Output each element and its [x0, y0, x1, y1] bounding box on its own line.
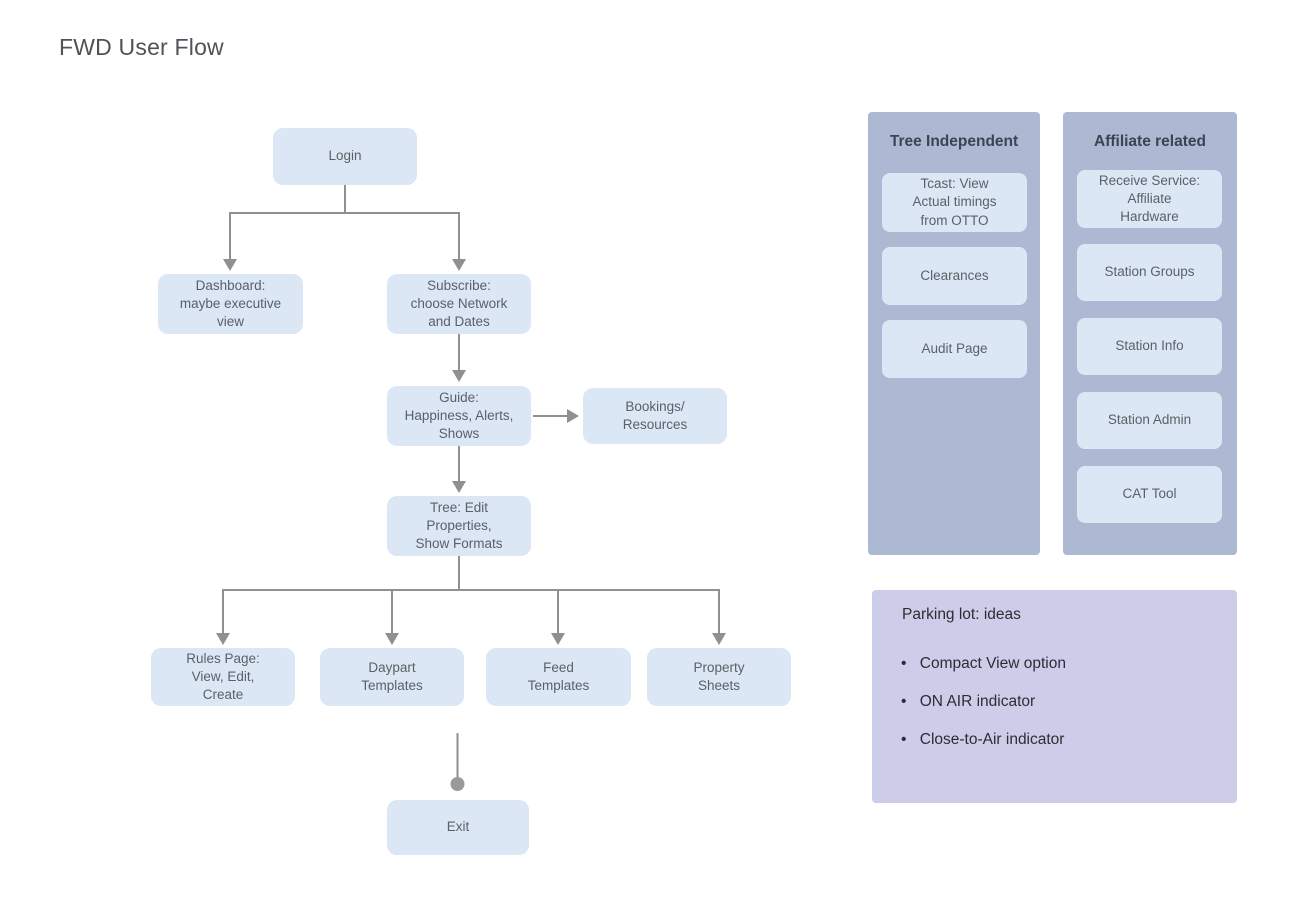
panel-item-station-info[interactable]: Station Info — [1077, 318, 1222, 375]
panel-item-audit-page[interactable]: Audit Page — [882, 320, 1027, 378]
flow-node-daypart-templates[interactable]: Daypart Templates — [320, 648, 464, 706]
panel-item-station-groups[interactable]: Station Groups — [1077, 244, 1222, 301]
parking-item-on-air: ON AIR indicator — [901, 693, 1035, 711]
panel-item-label: CAT Tool — [1122, 486, 1177, 502]
connector-login-branch — [223, 185, 466, 271]
connector-to-exit — [450, 733, 465, 791]
panel-item-label: Receive Service: Affiliate Hardware — [1098, 172, 1201, 225]
connector-guide-to-bookings — [533, 409, 579, 423]
parking-lot-panel: Parking lot: ideas Compact View option O… — [872, 590, 1237, 803]
flow-node-rules-page[interactable]: Rules Page: View, Edit, Create — [151, 648, 295, 706]
panel-item-receive-service[interactable]: Receive Service: Affiliate Hardware — [1077, 170, 1222, 228]
panel-item-tcast[interactable]: Tcast: View Actual timings from OTTO — [882, 173, 1027, 232]
panel-item-label: Station Admin — [1107, 412, 1192, 428]
flow-node-label: Guide: Happiness, Alerts, Shows — [404, 389, 514, 442]
flow-node-label: Subscribe: choose Network and Dates — [410, 277, 508, 330]
panel-title: Tree Independent — [889, 133, 1019, 150]
flow-node-tree[interactable]: Tree: Edit Properties, Show Formats — [387, 496, 531, 556]
parking-item-label: Compact View option — [919, 655, 1066, 672]
parking-lot-title: Parking lot: ideas — [902, 606, 1021, 623]
parking-item-close-to-air: Close-to-Air indicator — [901, 731, 1065, 749]
panel-title: Affiliate related — [1094, 133, 1206, 150]
panel-tree-independent: Tree Independent Tcast: View Actual timi… — [868, 112, 1040, 555]
flow-node-label: Dashboard: maybe executive view — [179, 277, 282, 330]
flow-node-label: Tree: Edit Properties, Show Formats — [415, 499, 503, 552]
flow-node-dashboard[interactable]: Dashboard: maybe executive view — [158, 274, 303, 334]
panel-item-label: Station Groups — [1104, 264, 1195, 280]
connector-tree-branch — [216, 556, 726, 645]
page-title: FWD User Flow — [59, 34, 224, 60]
panel-item-cat-tool[interactable]: CAT Tool — [1077, 466, 1222, 523]
panel-item-label: Clearances — [920, 267, 989, 283]
panel-item-station-admin[interactable]: Station Admin — [1077, 392, 1222, 449]
parking-item-label: ON AIR indicator — [919, 693, 1036, 710]
flow-node-label: Bookings/ Resources — [622, 398, 688, 432]
parking-item-label: Close-to-Air indicator — [919, 731, 1065, 748]
flow-node-feed-templates[interactable]: Feed Templates — [486, 648, 631, 706]
flow-node-label: Login — [328, 148, 362, 164]
flow-node-exit[interactable]: Exit — [387, 800, 529, 855]
panel-item-label: Station Info — [1115, 338, 1184, 354]
parking-item-compact-view: Compact View option — [901, 655, 1066, 673]
flow-node-property-sheets[interactable]: Property Sheets — [647, 648, 791, 706]
panel-affiliate-related: Affiliate related Receive Service: Affil… — [1063, 112, 1237, 555]
flow-node-label: Exit — [446, 819, 470, 835]
panel-item-label: Tcast: View Actual timings from OTTO — [912, 176, 997, 228]
flow-node-label: Daypart Templates — [361, 659, 423, 693]
panel-item-label: Audit Page — [921, 340, 988, 356]
flow-node-guide[interactable]: Guide: Happiness, Alerts, Shows — [387, 386, 531, 446]
flow-node-login[interactable]: Login — [273, 128, 417, 185]
connector-subscribe-to-guide — [452, 334, 466, 382]
flow-node-label: Property Sheets — [693, 659, 745, 693]
flow-node-subscribe[interactable]: Subscribe: choose Network and Dates — [387, 274, 531, 334]
flow-node-bookings-resources[interactable]: Bookings/ Resources — [583, 388, 727, 444]
flow-node-label: Rules Page: View, Edit, Create — [186, 650, 260, 703]
connector-guide-to-tree — [452, 446, 466, 493]
panel-item-clearances[interactable]: Clearances — [882, 247, 1027, 305]
flow-node-label: Feed Templates — [527, 659, 590, 693]
